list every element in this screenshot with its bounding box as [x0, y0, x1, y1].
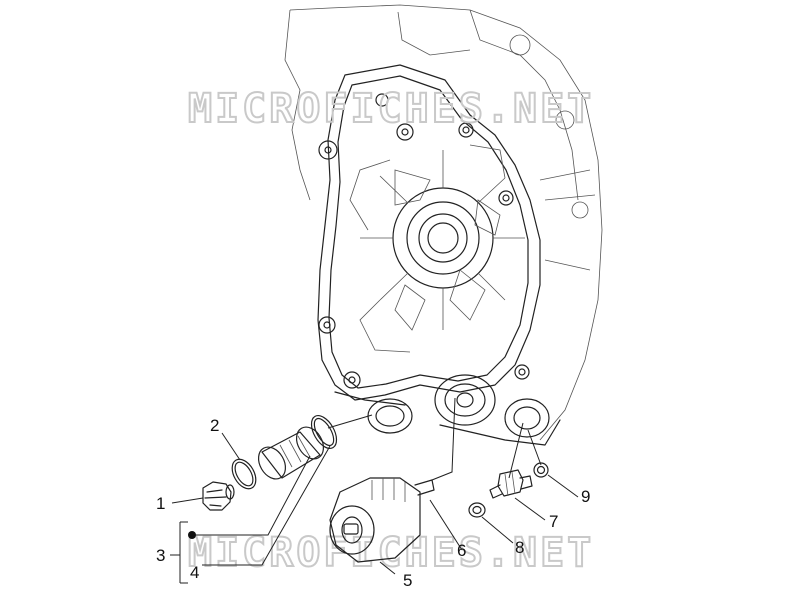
watermark-top: MICROFICHES.NET: [188, 86, 594, 132]
callout-1: 1: [156, 494, 165, 513]
kit-bullet-marker: [188, 531, 196, 539]
callout-3: 3: [156, 546, 165, 565]
callout-8: 8: [515, 538, 524, 557]
part-washer: [533, 462, 549, 478]
crankcase-housing: [284, 4, 603, 446]
callout-2: 2: [210, 416, 219, 435]
part-drain-plug: [202, 481, 235, 511]
assembly-lines: [327, 397, 542, 479]
leader-lines: [170, 432, 579, 584]
callout-5: 5: [403, 571, 412, 590]
part-oil-filter: [329, 471, 453, 563]
callout-6: 6: [457, 541, 466, 560]
watermark-bottom: MICROFICHES.NET: [188, 530, 594, 576]
callout-7: 7: [549, 512, 558, 531]
part-pressure-sensor: [489, 469, 533, 499]
part-oil-strainer: [257, 426, 325, 480]
callout-4: 4: [190, 563, 199, 582]
callout-9: 9: [581, 487, 590, 506]
part-o-ring-small: [231, 458, 257, 490]
part-clip: [468, 502, 486, 518]
part-o-ring-large: [310, 415, 338, 449]
